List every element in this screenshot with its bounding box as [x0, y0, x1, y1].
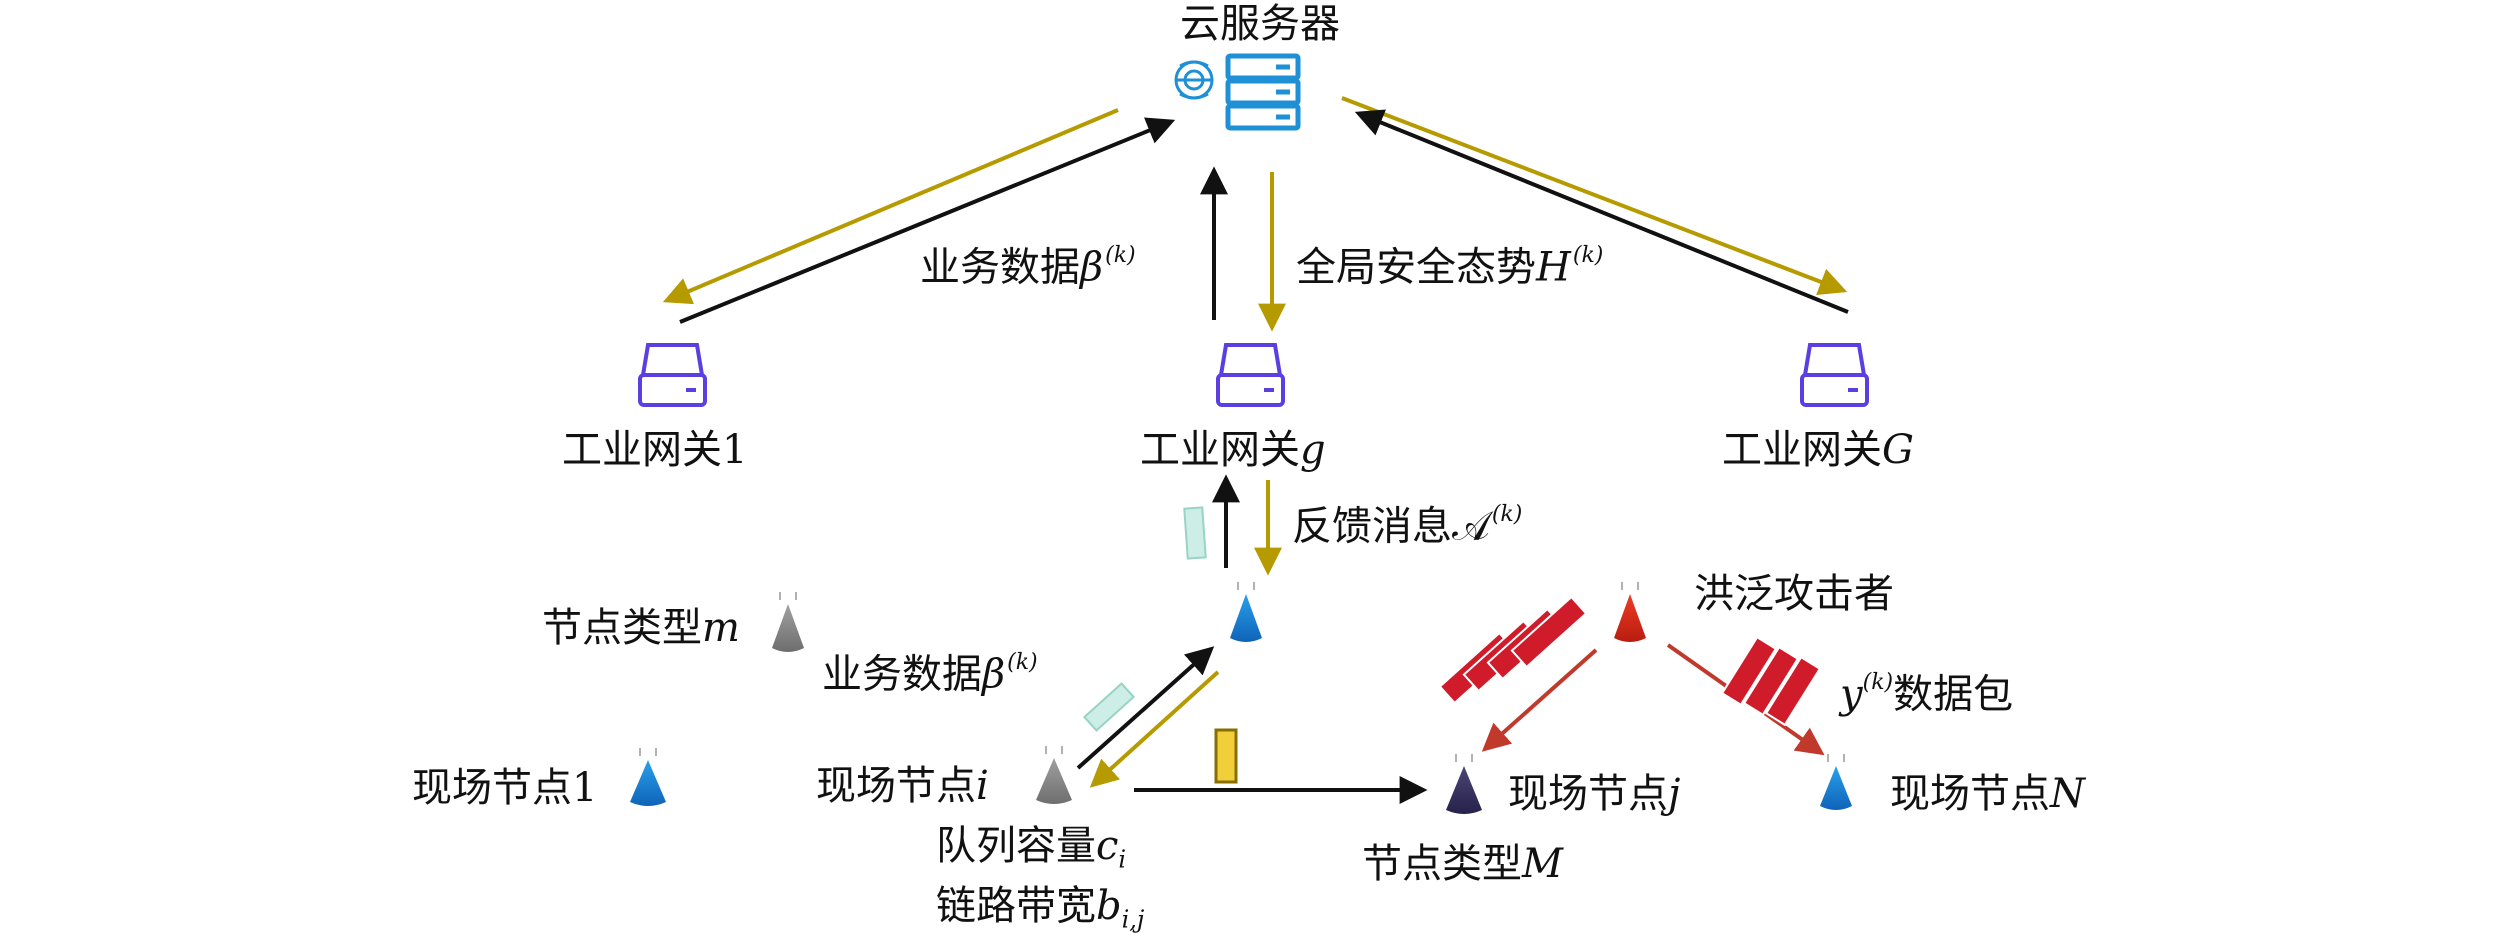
queue-capacity-sub: i — [1118, 845, 1127, 874]
business-data-bottom-sup: (k) — [1007, 650, 1038, 675]
feedback-label: 反馈消息𝒜(k) — [1292, 504, 1522, 547]
field-node-N-icon — [1820, 754, 1852, 810]
field-node-i-symbol: i — [976, 763, 989, 809]
cloud-server-label: 云服务器 — [1180, 1, 1340, 47]
link-bandwidth-sub: i,j — [1121, 905, 1145, 934]
link-bandwidth-symbol: b — [1096, 883, 1122, 929]
feedback-symbol: 𝒜 — [1452, 503, 1490, 550]
business-data-top-label: 业务数据β(k) — [920, 245, 1136, 288]
queue-capacity-label: 队列容量ci — [936, 826, 1126, 871]
business-data-bottom-label: 业务数据β(k) — [822, 652, 1038, 695]
packet-feedback — [1183, 506, 1207, 560]
packets-symbol: y — [1840, 671, 1863, 718]
business-data-top-sup: (k) — [1105, 243, 1136, 268]
gateway-g-label: 工业网关g — [1140, 430, 1326, 470]
gateway-1-suffix: 1 — [722, 427, 748, 473]
arrow-nodei-to-relay — [1076, 646, 1215, 770]
global-security-label: 全局安全态势H(k) — [1296, 245, 1603, 288]
field-node-i-text: 现场节点 — [816, 763, 976, 809]
packets-sup: (k) — [1862, 670, 1894, 695]
gateway-G-text: 工业网关 — [1722, 427, 1882, 473]
field-node-N-text: 现场节点 — [1890, 771, 2050, 817]
business-data-bottom-text: 业务数据 — [822, 651, 982, 698]
node-type-m-text: 节点类型 — [542, 605, 702, 651]
gateway-g-text: 工业网关 — [1140, 427, 1300, 473]
field-node-1-text: 现场节点 — [412, 765, 572, 811]
arrow-gwG-to-server — [1354, 109, 1849, 314]
link-bandwidth-text: 链路带宽 — [936, 883, 1096, 929]
node-type-m-label: 节点类型m — [542, 608, 740, 648]
field-node-1-suffix: 1 — [572, 765, 598, 811]
gateway-g-icon — [1216, 343, 1285, 407]
arrow-attacker-to-nodej — [1481, 648, 1598, 752]
field-node-j-icon — [1446, 754, 1482, 814]
node-type-M-label: 节点类型M — [1362, 844, 1563, 884]
gateway-g-suffix: g — [1300, 427, 1326, 473]
business-data-top-text: 业务数据 — [920, 244, 1080, 291]
business-data-bottom-symbol: β — [982, 651, 1006, 698]
node-type-M-symbol: M — [1522, 841, 1563, 887]
node-type-m-symbol: m — [702, 605, 740, 651]
field-node-i-icon — [1036, 746, 1072, 804]
global-security-symbol: H — [1536, 244, 1571, 291]
queue-capacity-text: 队列容量 — [936, 823, 1096, 869]
gateway-1-icon — [638, 343, 707, 407]
server-rack-icon — [1225, 53, 1301, 131]
packets-label: y(k)数据包 — [1840, 672, 2013, 715]
field-node-j-symbol: j — [1668, 771, 1681, 817]
attack-packets-right — [1720, 635, 1822, 727]
openai-logo-icon — [1174, 60, 1214, 100]
field-node-j-text: 现场节点 — [1508, 771, 1668, 817]
link-bandwidth-label: 链路带宽bi,j — [936, 886, 1144, 931]
gateway-G-icon — [1800, 343, 1869, 407]
business-data-top-symbol: β — [1080, 244, 1104, 291]
arrow-server-to-gw1 — [662, 108, 1119, 305]
arrow-server-to-gwG — [1341, 96, 1848, 296]
field-node-i-label: 现场节点i — [816, 766, 989, 806]
packets-text: 数据包 — [1893, 671, 2014, 718]
global-security-sup: (k) — [1572, 243, 1604, 268]
gateway-G-suffix: G — [1882, 427, 1914, 473]
feedback-sup: (k) — [1491, 502, 1523, 527]
arrow-relay-to-nodei — [1089, 670, 1220, 788]
gateway-1-label: 工业网关1 — [562, 430, 747, 470]
field-node-j-label: 现场节点j — [1508, 774, 1680, 814]
field-node-N-label: 现场节点N — [1890, 774, 2085, 814]
flood-attacker-icon — [1614, 582, 1646, 642]
gateway-1-text: 工业网关 — [562, 427, 722, 473]
node-relay-icon — [1230, 582, 1262, 642]
global-security-text: 全局安全态势 — [1296, 244, 1536, 291]
arrow-gw1-to-server — [679, 117, 1176, 324]
flood-attacker-label: 洪泛攻击者 — [1694, 571, 1894, 617]
node-type-M-text: 节点类型 — [1362, 841, 1522, 887]
packet-business — [1082, 682, 1136, 732]
feedback-text: 反馈消息 — [1292, 503, 1452, 550]
field-node-N-symbol: N — [2050, 771, 2085, 817]
node-type-m-icon — [772, 592, 804, 652]
gateway-G-label: 工业网关G — [1722, 430, 1914, 470]
field-node-1-icon — [630, 748, 666, 806]
queue-capacity-symbol: c — [1096, 823, 1119, 869]
field-node-1-label: 现场节点1 — [412, 768, 597, 808]
packet-transfer — [1214, 728, 1238, 784]
attack-packets-left — [1438, 595, 1588, 705]
